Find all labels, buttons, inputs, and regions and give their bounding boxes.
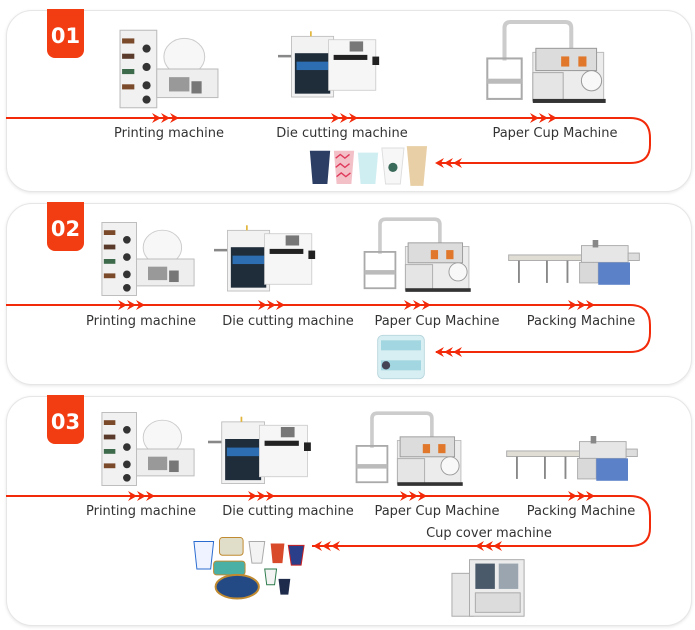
process-number-badge: 02 <box>47 202 84 251</box>
paper-cup-machine-icon <box>482 20 614 106</box>
step-label-paper-cup: Paper Cup Machine <box>492 126 618 141</box>
packing-machine-icon <box>502 436 642 492</box>
printing-machine-icon <box>100 220 196 298</box>
paper-cups-icon <box>308 144 428 188</box>
printing-machine-icon <box>118 28 220 110</box>
die-cutting-machine-icon <box>278 24 396 106</box>
packing-machine-icon <box>504 240 644 296</box>
step-label-die-cutting: Die cutting machine <box>222 314 354 329</box>
step-label-packing: Packing Machine <box>526 314 636 329</box>
step-label-cup-cover: Cup cover machine <box>426 526 552 541</box>
step-label-packing: Packing Machine <box>526 504 636 519</box>
step-label-die-cutting: Die cutting machine <box>276 126 408 141</box>
step-label-printing: Printing machine <box>113 126 225 141</box>
paper-cup-machine-icon <box>352 408 470 492</box>
die-cutting-machine-icon <box>214 218 332 300</box>
paper-cup-machine-icon <box>360 214 478 298</box>
step-label-printing: Printing machine <box>85 504 197 519</box>
step-label-printing: Printing machine <box>85 314 197 329</box>
step-label-paper-cup: Paper Cup Machine <box>374 504 500 519</box>
process-number-badge: 03 <box>47 395 84 444</box>
step-label-die-cutting: Die cutting machine <box>222 504 354 519</box>
cups-and-bowls-icon <box>190 530 308 610</box>
packed-cups-icon <box>370 332 432 382</box>
process-number-badge: 01 <box>47 9 84 58</box>
printing-machine-icon <box>100 410 196 488</box>
cup-cover-machine-icon <box>450 550 528 622</box>
die-cutting-machine-icon <box>208 410 328 492</box>
step-label-paper-cup: Paper Cup Machine <box>374 314 500 329</box>
